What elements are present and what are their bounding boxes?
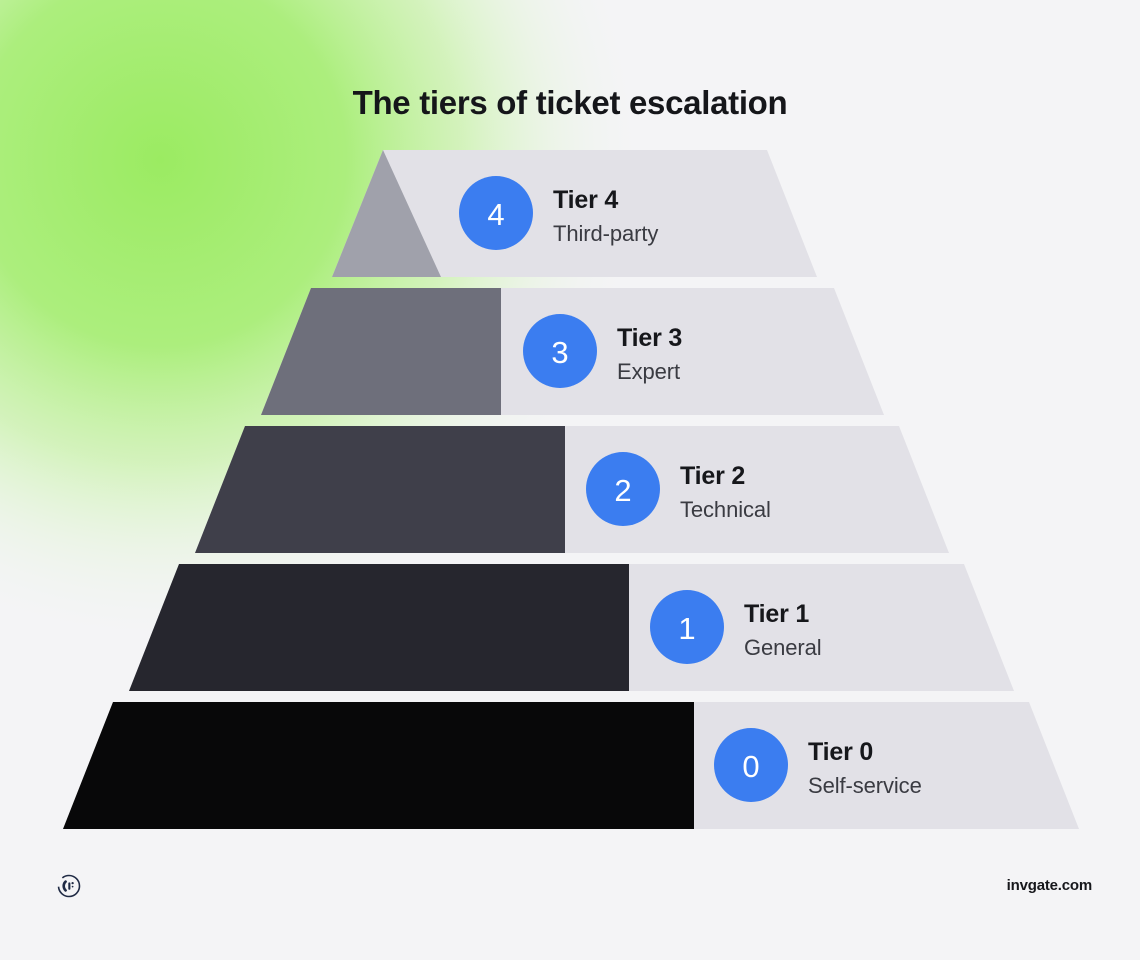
tier-badge-number-1: 1 [678, 611, 695, 646]
tier-badge-4[interactable] [459, 176, 533, 250]
tier-row-4[interactable]: 4 [332, 150, 817, 277]
tier-badge-3[interactable] [523, 314, 597, 388]
tier-pyramid-slice-2 [195, 426, 565, 553]
tier-pyramid-slice-0 [63, 702, 694, 829]
tier-pyramid-slice-4 [332, 150, 441, 277]
tier-pyramid-slice-1 [129, 564, 629, 691]
tier-row-0[interactable]: 0 [63, 702, 1079, 829]
tier-band-4 [332, 150, 817, 277]
tier-description-1: General [744, 635, 822, 660]
tier-description-0: Self-service [808, 773, 922, 798]
tier-badge-0[interactable] [714, 728, 788, 802]
tier-badge-number-0: 0 [742, 749, 759, 784]
tier-badge-number-2: 2 [614, 473, 631, 508]
tier-description-3: Expert [617, 359, 680, 384]
tier-label-2: Tier 2 [680, 462, 746, 490]
tier-badge-2[interactable] [586, 452, 660, 526]
tier-description-2: Technical [680, 497, 771, 522]
footer-website[interactable]: invgate.com [1006, 877, 1093, 894]
tier-row-2[interactable]: 2 [195, 426, 949, 553]
invgate-logo-icon [57, 874, 81, 898]
tier-label-1: Tier 1 [744, 600, 810, 628]
tier-badge-number-3: 3 [551, 335, 568, 370]
tier-row-3[interactable]: 3 [261, 288, 884, 415]
tier-label-3: Tier 3 [617, 324, 683, 352]
page-title: The tiers of ticket escalation [352, 84, 788, 122]
tier-badge-number-4: 4 [487, 197, 504, 232]
tier-label-4: Tier 4 [553, 186, 619, 214]
tier-label-0: Tier 0 [808, 738, 874, 766]
tier-badge-1[interactable] [650, 590, 724, 664]
tier-description-4: Third-party [553, 221, 659, 246]
tier-pyramid-slice-3 [261, 288, 501, 415]
tier-row-1[interactable]: 1 [129, 564, 1014, 691]
